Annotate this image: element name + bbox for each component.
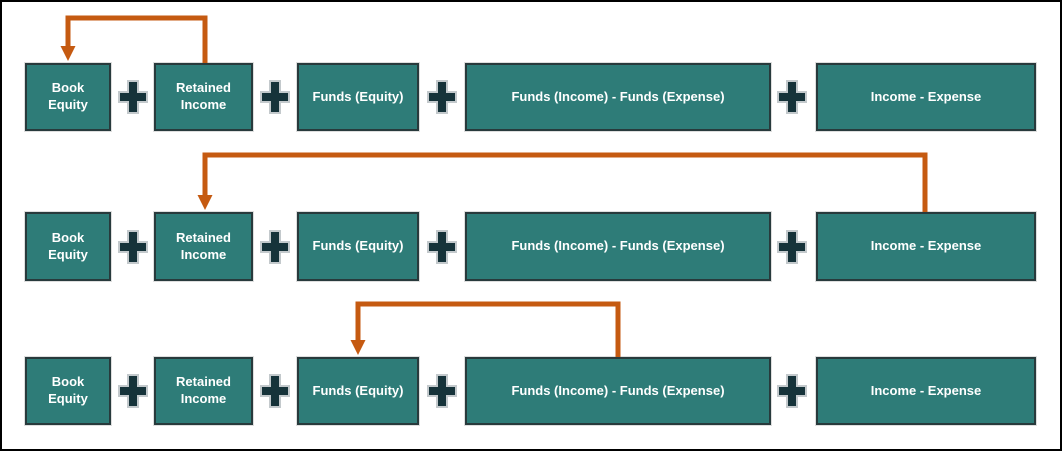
- box-funds-equity-row2: Funds (Equity): [296, 211, 420, 282]
- plus-icon: [777, 374, 807, 408]
- plus-icon: [427, 374, 457, 408]
- box-book-equity-row1: Book Equity: [24, 62, 112, 132]
- plus-icon: [777, 230, 807, 264]
- arrow-retained-income-to-book-equity: [60, 15, 208, 63]
- box-book-equity-row3: Book Equity: [24, 356, 112, 426]
- box-retained-income-row1: Retained Income: [153, 62, 254, 132]
- arrow-income-expense-to-retained-income: [197, 152, 928, 212]
- plus-icon: [260, 80, 290, 114]
- box-book-equity-row2: Book Equity: [24, 211, 112, 282]
- plus-icon: [427, 230, 457, 264]
- arrow-funds-income-expense-to-funds-equity: [350, 301, 621, 357]
- box-funds-income-minus-expense-row3: Funds (Income) - Funds (Expense): [464, 356, 772, 426]
- box-funds-income-minus-expense-row1: Funds (Income) - Funds (Expense): [464, 62, 772, 132]
- box-retained-income-row3: Retained Income: [153, 356, 254, 426]
- box-income-minus-expense-row2: Income - Expense: [815, 211, 1037, 282]
- box-funds-income-minus-expense-row2: Funds (Income) - Funds (Expense): [464, 211, 772, 282]
- box-income-minus-expense-row3: Income - Expense: [815, 356, 1037, 426]
- box-income-minus-expense-row1: Income - Expense: [815, 62, 1037, 132]
- plus-icon: [260, 230, 290, 264]
- plus-icon: [118, 230, 148, 264]
- plus-icon: [777, 80, 807, 114]
- plus-icon: [260, 374, 290, 408]
- box-retained-income-row2: Retained Income: [153, 211, 254, 282]
- box-funds-equity-row1: Funds (Equity): [296, 62, 420, 132]
- plus-icon: [427, 80, 457, 114]
- box-funds-equity-row3: Funds (Equity): [296, 356, 420, 426]
- plus-icon: [118, 374, 148, 408]
- plus-icon: [118, 80, 148, 114]
